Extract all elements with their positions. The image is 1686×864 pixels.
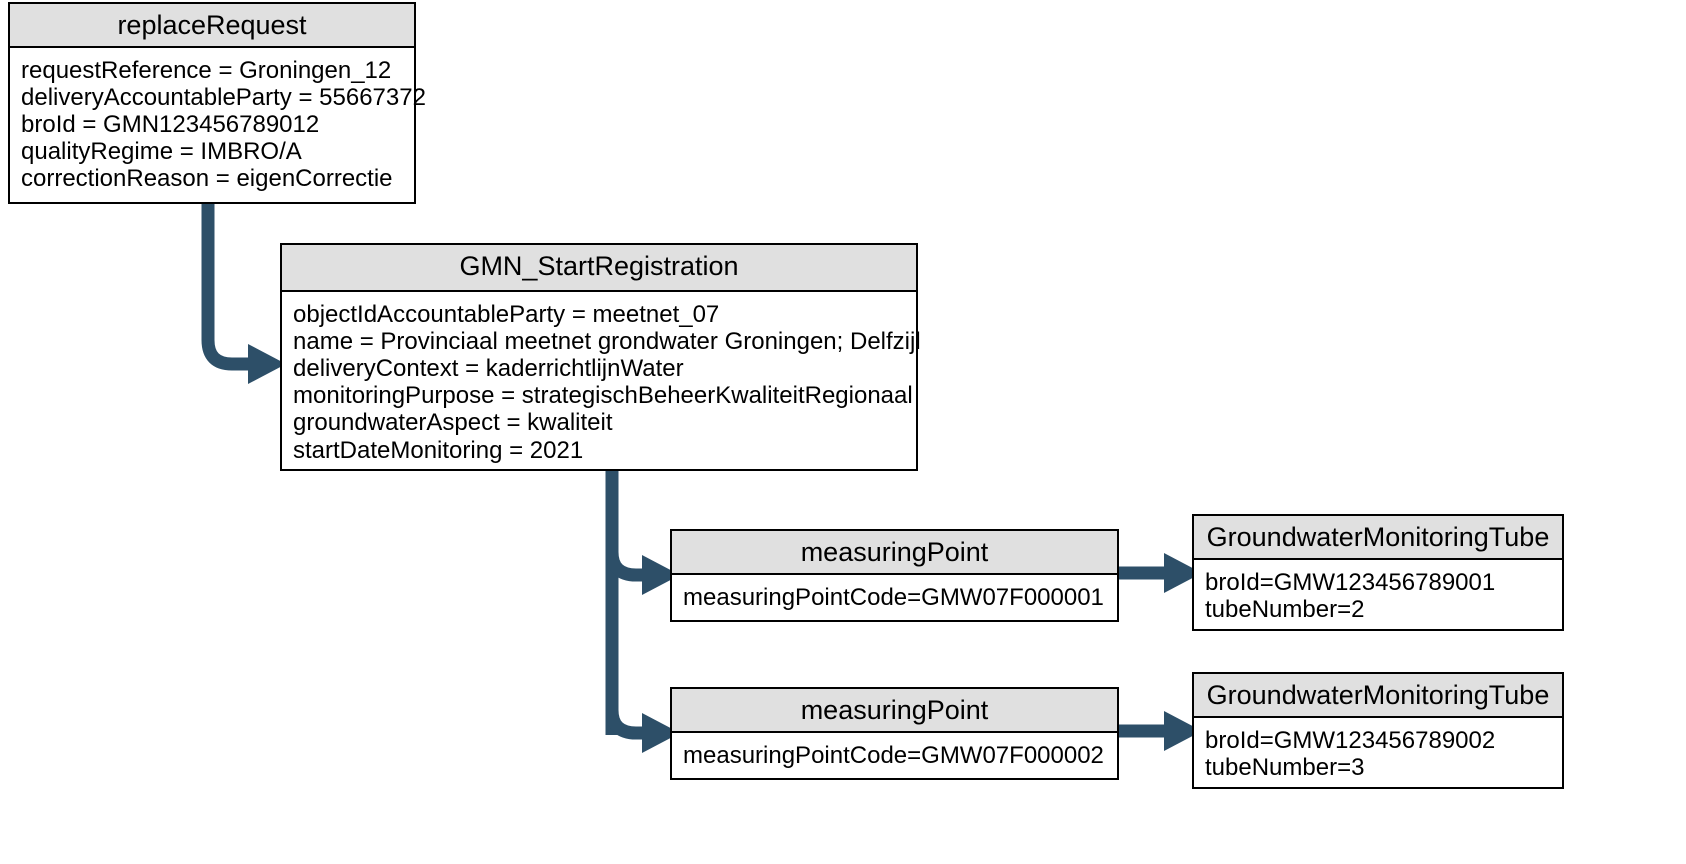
attribute-tube-number: tubeNumber=3 [1205, 754, 1365, 782]
node-measuring-point-2-title: measuringPoint [672, 689, 1117, 733]
attribute-measuring-point-code: measuringPointCode=GMW07F000002 [683, 742, 1104, 769]
attribute-quality-regime: qualityRegime = IMBRO/A [21, 138, 302, 166]
node-groundwater-monitoring-tube-1[interactable]: GroundwaterMonitoringTube broId=GMW12345… [1192, 514, 1564, 631]
node-replace-request-attributes: requestReference = Groningen_12 delivery… [10, 48, 426, 203]
node-replace-request-title: replaceRequest [10, 4, 414, 48]
attribute-delivery-accountable-party: deliveryAccountableParty = 55667372 [21, 84, 426, 112]
attribute-bro-id: broId = GMN123456789012 [21, 111, 320, 139]
node-measuring-point-2[interactable]: measuringPoint measuringPointCode=GMW07F… [670, 687, 1119, 780]
node-gmn-start-registration-title: GMN_StartRegistration [282, 245, 916, 292]
attribute-bro-id: broId=GMW123456789002 [1205, 727, 1496, 754]
node-groundwater-monitoring-tube-2[interactable]: GroundwaterMonitoringTube broId=GMW12345… [1192, 672, 1564, 789]
node-measuring-point-1-title: measuringPoint [672, 531, 1117, 575]
attribute-groundwater-aspect: groundwaterAspect = kwaliteit [293, 409, 613, 437]
attribute-measuring-point-code: measuringPointCode=GMW07F000001 [683, 584, 1104, 611]
node-groundwater-monitoring-tube-2-attributes: broId=GMW123456789002 tubeNumber=3 [1194, 718, 1562, 791]
node-groundwater-monitoring-tube-2-title: GroundwaterMonitoringTube [1194, 674, 1562, 718]
attribute-monitoring-purpose: monitoringPurpose = strategischBeheerKwa… [293, 382, 913, 410]
node-gmn-start-registration[interactable]: GMN_StartRegistration objectIdAccountabl… [280, 243, 921, 474]
node-measuring-point-1[interactable]: measuringPoint measuringPointCode=GMW07F… [670, 529, 1119, 622]
node-groundwater-monitoring-tube-1-attributes: broId=GMW123456789001 tubeNumber=2 [1194, 560, 1562, 633]
attribute-correction-reason: correctionReason = eigenCorrectie [21, 165, 393, 193]
attribute-object-id-accountable-party: objectIdAccountableParty = meetnet_07 [293, 301, 720, 328]
attribute-bro-id: broId=GMW123456789001 [1205, 569, 1496, 596]
attribute-name: name = Provinciaal meetnet grondwater Gr… [293, 328, 921, 356]
node-measuring-point-2-attributes: measuringPointCode=GMW07F000002 [672, 733, 1117, 779]
node-replace-request[interactable]: replaceRequest requestReference = Gronin… [8, 2, 426, 204]
attribute-delivery-context: deliveryContext = kaderrichtlijnWater [293, 355, 684, 383]
attribute-request-reference: requestReference = Groningen_12 [21, 57, 392, 84]
attribute-tube-number: tubeNumber=2 [1205, 596, 1365, 624]
node-groundwater-monitoring-tube-1-title: GroundwaterMonitoringTube [1194, 516, 1562, 560]
attribute-start-date-monitoring: startDateMonitoring = 2021 [293, 436, 584, 464]
node-measuring-point-1-attributes: measuringPointCode=GMW07F000001 [672, 575, 1117, 621]
node-gmn-start-registration-attributes: objectIdAccountableParty = meetnet_07 na… [282, 292, 921, 474]
